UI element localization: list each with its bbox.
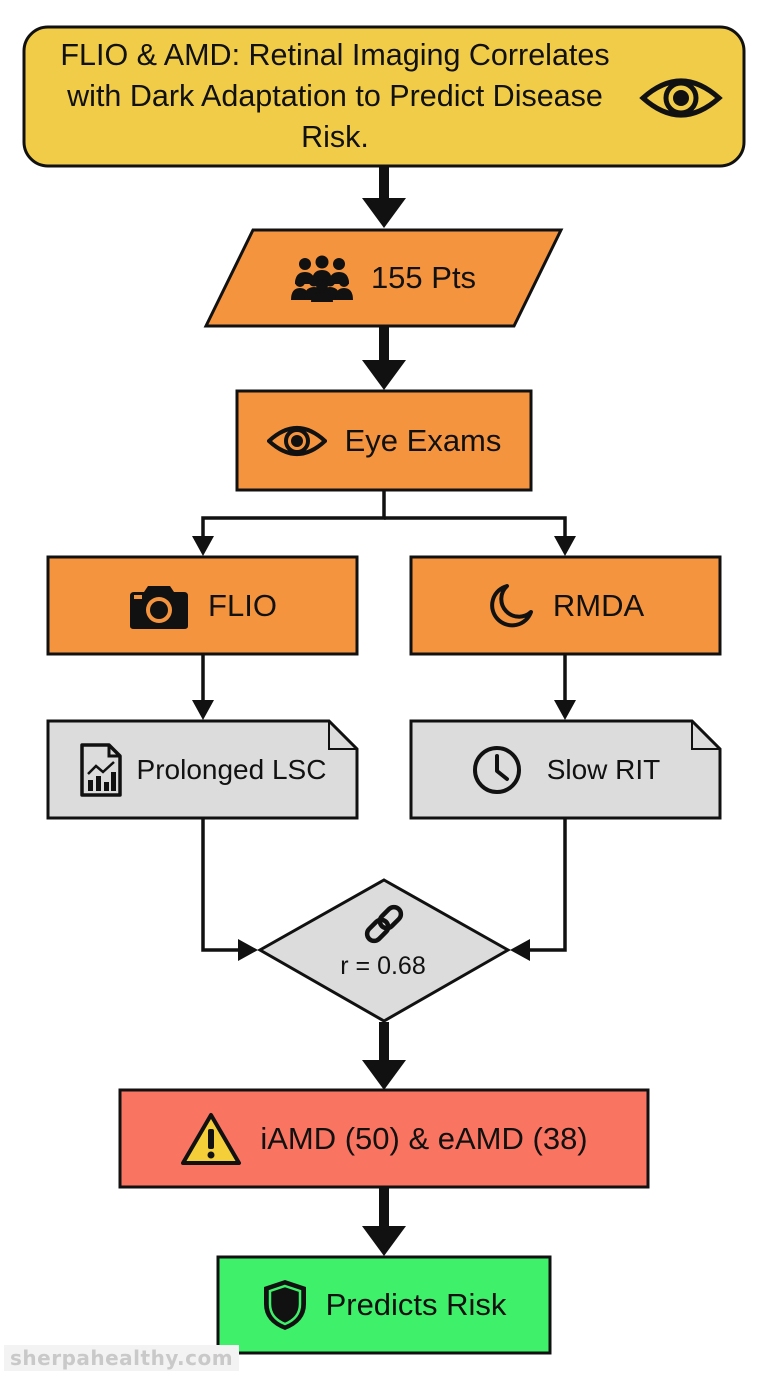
arrowhead-exams-to-flio	[192, 536, 214, 556]
rit-label-group: Slow RIT	[411, 721, 720, 818]
risk-label-group: Predicts Risk	[218, 1257, 550, 1353]
patients-node	[203, 228, 564, 328]
patients-label: 155 Pts	[370, 260, 477, 295]
eye-icon	[266, 423, 327, 459]
connectors	[192, 166, 576, 1256]
exams-label: Eye Exams	[344, 422, 502, 458]
amd-label: iAMD (50) & eAMD (38)	[260, 1120, 588, 1156]
amd-label-group: iAMD (50) & eAMD (38)	[120, 1090, 648, 1187]
shield-icon	[262, 1278, 308, 1332]
rit-node-fold	[691, 721, 720, 750]
camera-icon	[128, 582, 190, 630]
flio-label-group: FLIO	[48, 557, 357, 654]
rmda-label-group: RMDA	[411, 557, 720, 654]
rit-label: Slow RIT	[546, 753, 661, 785]
arrowhead-lsc-to-correlation	[238, 939, 258, 961]
rit-node	[409, 719, 722, 820]
arrowhead-flio-to-lsc	[192, 700, 214, 720]
title-box	[22, 25, 746, 168]
link-icon	[364, 904, 404, 944]
risk-label: Predicts Risk	[325, 1287, 507, 1322]
correlation-label: r = 0.68	[340, 952, 426, 980]
exams-label-group: Eye Exams	[237, 391, 531, 490]
warning-icon	[180, 1112, 242, 1166]
watermark: sherpahealthy.com	[4, 1345, 240, 1371]
rmda-label: RMDA	[552, 587, 645, 623]
page-title: FLIO & AMD: Retinal Imaging Correlates w…	[60, 37, 610, 154]
arrow-rit-to-correlation	[528, 818, 567, 952]
arrowhead-patients-to-exams	[362, 360, 406, 390]
branch-connector-right	[384, 516, 567, 538]
flio-node	[46, 555, 359, 656]
branch-connector	[201, 490, 386, 538]
eye-icon	[639, 78, 723, 118]
chart-document-icon	[79, 742, 123, 798]
arrowhead-exams-to-rmda	[554, 536, 576, 556]
lsc-node	[46, 719, 359, 820]
arrow-lsc-to-correlation	[201, 818, 240, 952]
lsc-label-group: Prolonged LSC	[48, 721, 357, 818]
flio-label: FLIO	[208, 587, 277, 623]
arrowhead-correlation-to-amd	[362, 1060, 406, 1090]
arrowhead-rmda-to-rit	[554, 700, 576, 720]
arrowhead-title-to-patients	[362, 198, 406, 228]
correlation-node	[256, 878, 512, 1023]
arrowhead-rit-to-correlation	[510, 939, 530, 961]
people-group-icon	[290, 254, 353, 302]
moon-icon	[487, 582, 535, 630]
clock-icon	[471, 744, 523, 796]
lsc-label: Prolonged LSC	[136, 753, 327, 785]
rmda-node	[409, 555, 722, 656]
patients-label-group: 155 Pts	[206, 230, 561, 326]
arrowhead-amd-to-risk	[362, 1226, 406, 1256]
lsc-node-fold	[328, 721, 357, 750]
